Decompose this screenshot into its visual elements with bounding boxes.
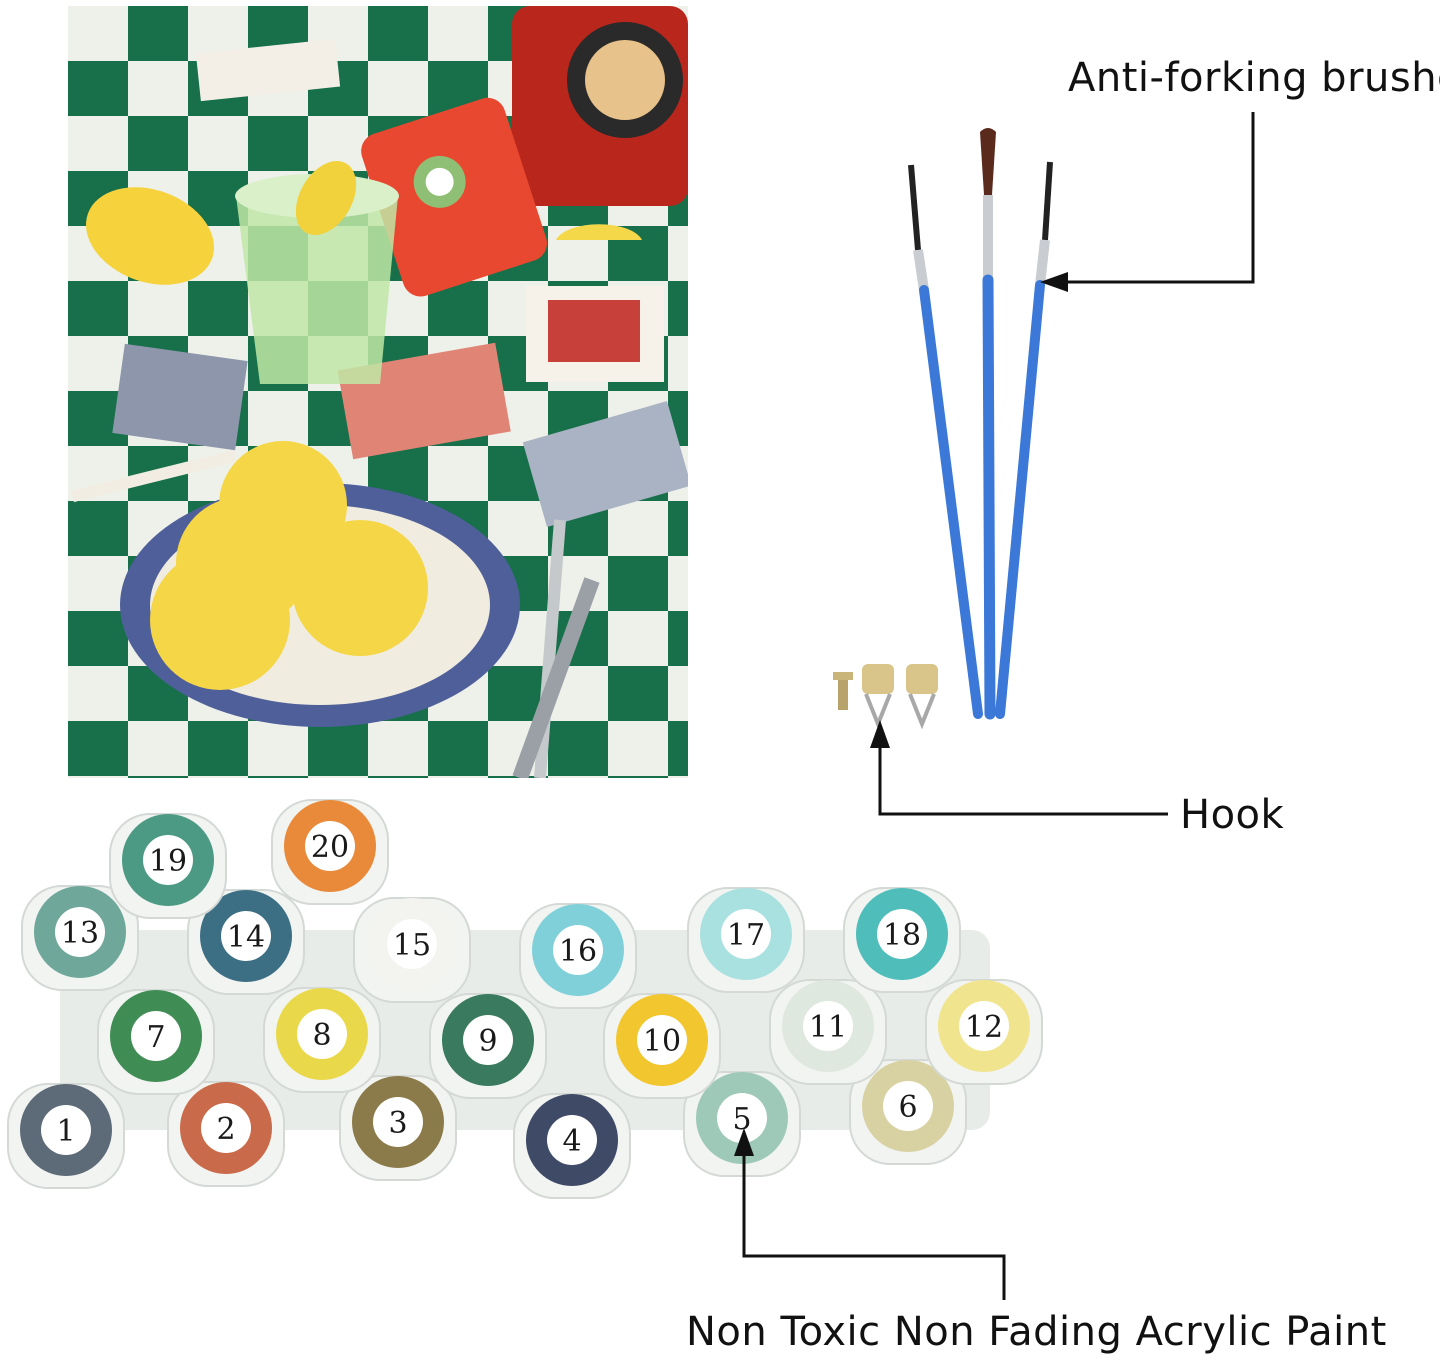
paint-pot-number: 5 (732, 1102, 751, 1137)
bottle-illustration (512, 6, 688, 206)
paint-pot-number: 7 (146, 1020, 165, 1055)
hook-label: Hook (1180, 792, 1285, 838)
brush-middle (980, 128, 996, 720)
paint-pot-18: 18 (843, 887, 961, 993)
paint-pot-20: 20 (271, 799, 389, 905)
brushes-callout-line (1048, 112, 1255, 284)
card-illustration (195, 38, 341, 102)
glass-illustration (235, 161, 399, 384)
paint-pot-7: 7 (97, 989, 215, 1095)
painting-artwork (68, 6, 688, 778)
paint-pot-number: 17 (727, 918, 765, 953)
paint-pot-14: 14 (187, 889, 305, 995)
arrow-head-icon (870, 720, 890, 748)
paint-pot-3: 3 (339, 1075, 457, 1181)
paint-pot-number: 19 (149, 844, 187, 879)
phone-illustration (361, 97, 547, 297)
paint-pot-number: 18 (883, 918, 921, 953)
arrow-head-icon (1040, 272, 1068, 292)
hook-icon (906, 664, 938, 730)
paint-pot-6: 6 (849, 1059, 967, 1165)
paint-pot-number: 8 (312, 1018, 331, 1053)
paint-pot-number: 11 (809, 1010, 847, 1045)
paint-pot-number: 16 (559, 934, 597, 969)
paint-pot-number: 3 (388, 1106, 407, 1141)
paint-pot-number: 14 (227, 920, 265, 955)
paint-pot-17: 17 (687, 887, 805, 993)
screw-icon (833, 672, 853, 710)
paint-pot-number: 12 (965, 1010, 1003, 1045)
brushes-illustration (908, 128, 1053, 720)
paint-pot-number: 20 (311, 830, 349, 865)
paint-pot-number: 10 (643, 1024, 681, 1059)
paint-pot-10: 10 (603, 993, 721, 1099)
brush-left (908, 164, 983, 719)
lemon-illustration (86, 187, 214, 285)
cigarette-illustration (71, 449, 237, 503)
paint-pot-5: 5 (683, 1071, 801, 1177)
plate-illustration (120, 441, 520, 727)
brushes-label: Anti-forking brushes (1068, 55, 1440, 101)
paint-label: Non Toxic Non Fading Acrylic Paint (686, 1309, 1387, 1355)
paint-pot-8: 8 (263, 987, 381, 1093)
card-illustration (112, 343, 248, 451)
brush-right (995, 161, 1053, 719)
paint-pot-15: 15 (353, 897, 471, 1003)
paint-pot-number: 1 (56, 1114, 75, 1149)
knife-illustration (512, 577, 600, 778)
hook-icon (862, 664, 894, 730)
paint-pot-number: 4 (562, 1124, 581, 1159)
hook-callout-line (878, 728, 1168, 816)
paint-pot-11: 11 (769, 979, 887, 1085)
callout-lines (734, 112, 1255, 1300)
paint-pot-9: 9 (429, 993, 547, 1099)
hooks-illustration (833, 664, 938, 730)
paint-pot-number: 9 (478, 1024, 497, 1059)
paint-callout-line (742, 1136, 1006, 1300)
paint-pot-number: 2 (216, 1112, 235, 1147)
paint-pot-number: 13 (61, 916, 99, 951)
paint-pot-13: 13 (21, 885, 139, 991)
arrow-head-icon (734, 1128, 754, 1156)
paint-pot-4: 4 (513, 1093, 631, 1199)
paint-pot-1: 1 (7, 1083, 125, 1189)
paint-pot-16: 16 (519, 903, 637, 1009)
paint-pot-number: 6 (898, 1090, 917, 1125)
paint-pot-2: 2 (167, 1081, 285, 1187)
paint-pot-12: 12 (925, 979, 1043, 1085)
card-illustration (522, 401, 688, 527)
paint-pot-19: 19 (109, 813, 227, 919)
paint-pot-number: 15 (393, 928, 431, 963)
